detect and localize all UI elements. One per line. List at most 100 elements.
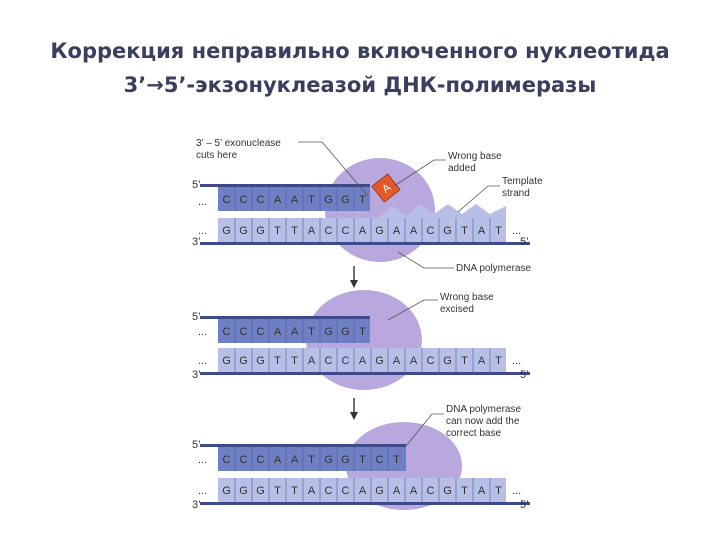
three-prime-bottom-2: 3’ (192, 369, 201, 381)
nucleotide-bottom: G (256, 485, 265, 497)
nucleotide-bottom: A (393, 355, 401, 367)
nucleotide-top: T (308, 454, 315, 466)
nucleotide-bottom: C (325, 355, 333, 367)
nucleotide-top: G (324, 454, 333, 466)
nucleotide-bottom: T (291, 485, 298, 497)
nucleotide-bottom: C (325, 225, 333, 237)
nucleotide-bottom: A (410, 355, 418, 367)
nucleotide-bottom: C (427, 485, 435, 497)
nucleotide-top: C (257, 454, 265, 466)
nucleotide-top: A (291, 326, 299, 338)
bottom-strand-1 (218, 218, 506, 242)
nucleotide-bottom: G (222, 225, 231, 237)
bottom-strand-backbone-2 (200, 372, 530, 375)
label-exonuclease-1: 3’ – 5’ exonuclease (196, 138, 281, 149)
nucleotide-top: T (308, 326, 315, 338)
label-exonuclease-2: cuts here (196, 150, 238, 161)
dots-bottom-left-1: ... (198, 225, 207, 237)
nucleotide-bottom: T (495, 225, 502, 237)
can-add-leader (405, 413, 444, 447)
label-wrong-base-added-2: added (448, 163, 476, 174)
exonuclease-leader (298, 141, 369, 197)
five-prime-bottom-1: 5’ (520, 236, 529, 248)
bottom-strand-backbone-3 (200, 502, 530, 505)
nucleotide-bottom: T (461, 485, 468, 497)
nucleotide-top: C (223, 194, 231, 206)
nucleotide-top: C (257, 326, 265, 338)
nucleotide-bottom: C (342, 225, 350, 237)
five-prime-top-3: 5’ (192, 439, 201, 451)
nucleotide-bottom: G (239, 485, 248, 497)
five-prime-bottom-3: 5’ (520, 499, 529, 511)
nucleotide-top: A (274, 326, 282, 338)
dots-top-1: ... (198, 196, 207, 208)
label-wrong-base-excised-1: Wrong base (440, 292, 494, 303)
nucleotide-top: C (240, 194, 248, 206)
nucleotide-top: G (341, 454, 350, 466)
dots-bottom-right-1: ... (512, 225, 521, 237)
dots-bottom-right-3: ... (512, 485, 521, 497)
dots-bottom-left-3: ... (198, 485, 207, 497)
label-can-add-2: can now add the (446, 416, 520, 427)
nucleotide-bottom: G (375, 225, 384, 237)
nucleotide-bottom: G (443, 355, 452, 367)
label-template-2: strand (502, 188, 530, 199)
nucleotide-top: G (324, 194, 333, 206)
dna-polymerase-leader (397, 251, 454, 269)
nucleotide-bottom: C (427, 355, 435, 367)
top-strand-backbone-1 (200, 184, 370, 187)
dots-top-2: ... (198, 326, 207, 338)
nucleotide-bottom: T (291, 355, 298, 367)
nucleotide-top: C (257, 194, 265, 206)
label-wrong-base-added-1: Wrong base (448, 151, 502, 162)
nucleotide-bottom: A (359, 225, 367, 237)
dots-top-3: ... (198, 454, 207, 466)
dots-bottom-right-2: ... (512, 355, 521, 367)
nucleotide-top: A (291, 194, 299, 206)
nucleotide-bottom: G (222, 485, 231, 497)
top-strand-3 (218, 447, 406, 471)
nucleotide-bottom: G (239, 355, 248, 367)
template-strand-leader (457, 185, 500, 213)
nucleotide-bottom: A (478, 355, 486, 367)
nucleotide-bottom: A (410, 225, 418, 237)
top-strand-backbone-3 (200, 444, 406, 447)
label-can-add-3: correct base (446, 428, 501, 439)
nucleotide-bottom: T (274, 225, 281, 237)
five-prime-top-2: 5’ (192, 311, 201, 323)
nucleotide-bottom: T (274, 485, 281, 497)
nucleotide-bottom: C (427, 225, 435, 237)
label-dna-polymerase: DNA polymerase (456, 263, 531, 274)
wrong-base-tag-1: A (371, 173, 401, 203)
template-strand-fray-1 (378, 204, 506, 218)
nucleotide-top: A (291, 454, 299, 466)
nucleotide-bottom: A (359, 485, 367, 497)
nucleotide-bottom: A (393, 225, 401, 237)
nucleotide-bottom: G (375, 355, 384, 367)
wrong-base-excised-leader (387, 299, 438, 321)
nucleotide-bottom: T (274, 355, 281, 367)
nucleotide-bottom: T (495, 485, 502, 497)
top-strand-2 (218, 319, 370, 343)
nucleotide-bottom: C (342, 485, 350, 497)
label-template-1: Template (502, 176, 543, 187)
nucleotide-top: C (240, 454, 248, 466)
nucleotide-top: C (223, 326, 231, 338)
nucleotide-top: T (308, 194, 315, 206)
label-wrong-base-excised-2: excised (440, 304, 474, 315)
nucleotide-top: C (376, 454, 384, 466)
slide-title: Коррекция неправильно включенного нуклео… (0, 34, 720, 102)
nucleotide-bottom: C (342, 355, 350, 367)
nucleotide-bottom: A (308, 355, 316, 367)
three-prime-bottom-1: 3’ (192, 236, 201, 248)
wrong-base-added-leader (393, 159, 446, 187)
nucleotide-bottom: T (291, 225, 298, 237)
nucleotide-bottom: A (478, 485, 486, 497)
